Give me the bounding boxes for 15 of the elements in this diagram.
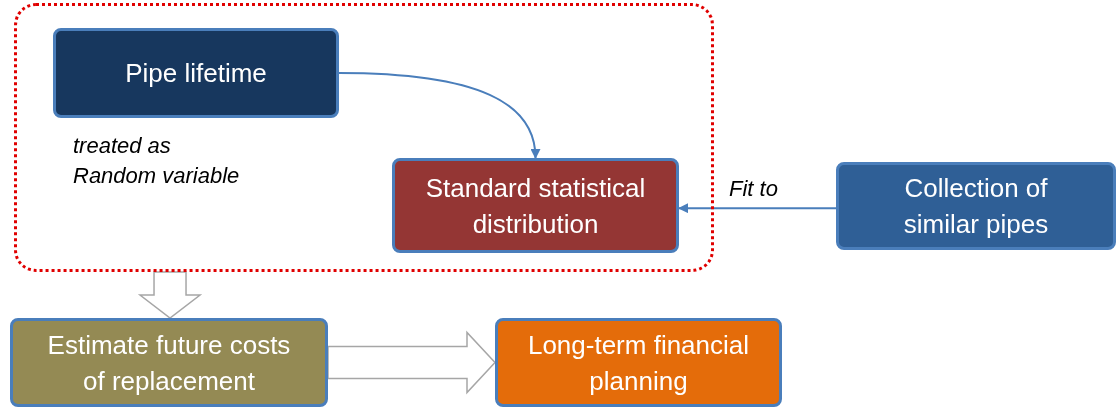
node-label: Estimate future costs of replacement [46, 328, 292, 398]
node-label: Standard statistical distribution [424, 171, 647, 241]
process-box [836, 162, 1116, 250]
group-frame [14, 3, 714, 272]
node-label: Long-term financial planning [526, 328, 751, 398]
process-box [392, 158, 679, 253]
node-label: Collection of similar pipes [902, 172, 1050, 241]
arrow [678, 203, 837, 214]
process-box [10, 318, 328, 407]
arrow [338, 72, 540, 159]
block-arrow [327, 330, 497, 395]
annotation-text: treated as Random variable [73, 132, 241, 190]
process-box [495, 318, 782, 407]
node-label: Pipe lifetime [125, 57, 267, 90]
block-arrow [137, 271, 203, 319]
